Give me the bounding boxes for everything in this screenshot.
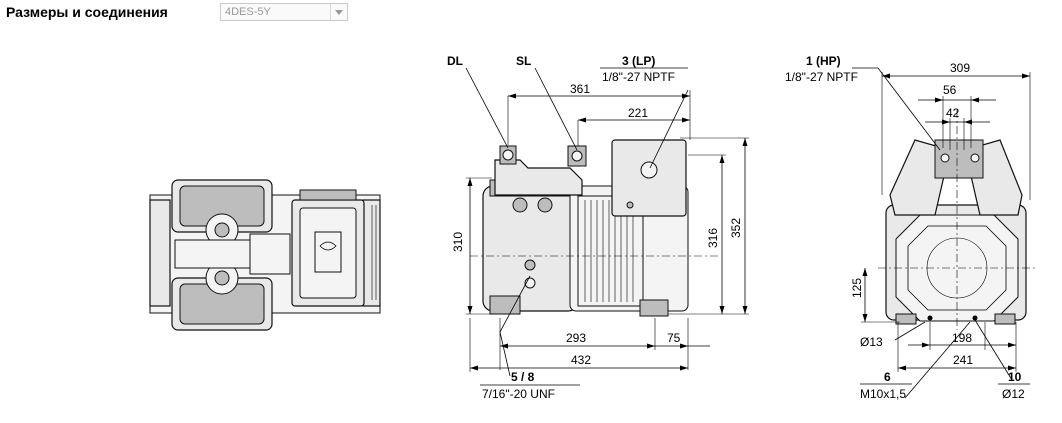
dim-75: 75: [667, 331, 681, 345]
lp-thread: 1/8"-27 NPTF: [602, 70, 675, 84]
dim-309: 309: [950, 61, 970, 75]
chevron-down-icon[interactable]: [330, 4, 347, 20]
connection-10-size: Ø12: [1002, 387, 1025, 401]
dim-352: 352: [729, 218, 743, 238]
page-title: Размеры и соединения: [6, 4, 168, 20]
hp-label: 1 (HP): [806, 54, 841, 68]
sl-label: SL: [516, 54, 531, 68]
side-view: 1 (HP) 1/8"-27 NPTF 309 56 42 125 Ø13 19…: [785, 54, 1035, 401]
hp-thread: 1/8"-27 NPTF: [785, 70, 858, 84]
dim-432: 432: [571, 353, 591, 367]
dim-d13: Ø13: [860, 335, 883, 349]
dim-56: 56: [943, 83, 957, 97]
dl-label: DL: [447, 54, 463, 68]
model-select[interactable]: 4DES-5Y: [220, 3, 348, 21]
dim-221: 221: [628, 106, 648, 120]
dim-361: 361: [570, 82, 590, 96]
dim-293: 293: [566, 331, 586, 345]
dim-42: 42: [946, 106, 960, 120]
bottom-connection-label: 5 / 8: [511, 370, 535, 384]
dim-125: 125: [850, 278, 864, 298]
dim-198: 198: [952, 331, 972, 345]
bottom-connection-thread: 7/16"-20 UNF: [482, 387, 555, 401]
dim-310: 310: [451, 232, 465, 252]
connection-10-label: 10: [1008, 370, 1022, 384]
connection-6-label: 6: [884, 370, 891, 384]
top-view: [149, 179, 381, 331]
connection-6-thread: M10x1,5: [860, 387, 906, 401]
dim-241: 241: [953, 353, 973, 367]
dim-316: 316: [706, 228, 720, 248]
front-view: DL SL 3 (LP) 1/8"-27 NPTF 361 221 310 31…: [447, 54, 749, 401]
model-select-value: 4DES-5Y: [225, 6, 271, 18]
lp-label: 3 (LP): [622, 54, 655, 68]
